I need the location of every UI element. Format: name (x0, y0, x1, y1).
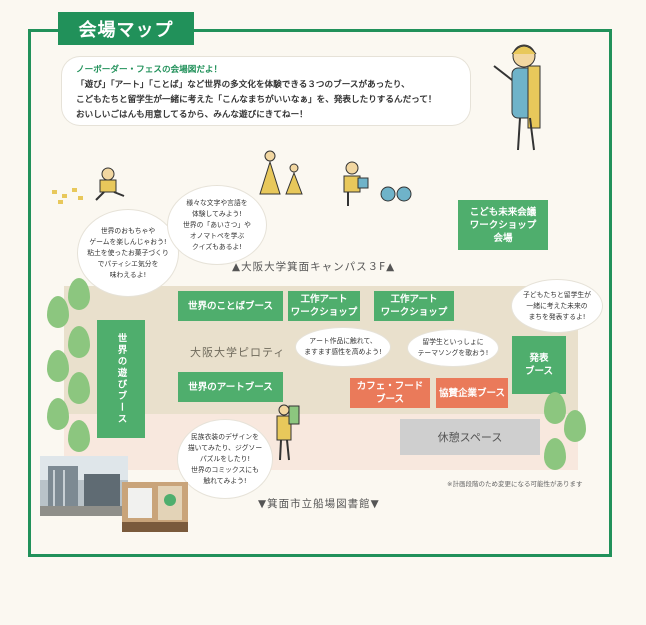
bubble-line: 描いてみたり、ジグソー (187, 443, 263, 452)
bubble-line: 体験してみよう! (191, 209, 243, 218)
bubble-line: オノマトペを学ぶ (189, 231, 245, 240)
bubble-line: 触れてみよう! (203, 476, 247, 485)
library-direction-label: ▼箕面市立船場図書館▼ (258, 498, 380, 510)
bubble-world-languages: 様々な文字や言語を 体験してみよう! 世界の「あいさつ」や オノマトペを学ぶ ク… (168, 186, 266, 264)
map-title: 会場マップ (58, 12, 194, 45)
intro-line-2: 「遊び」「アート」「ことば」など世界の多文化を体験できる３つのブースがあったり、 (76, 80, 410, 90)
tree-icon (68, 372, 90, 404)
booth-label-line: ワークショップ (380, 307, 448, 318)
booth-sponsor: 協賛企業ブース (436, 378, 508, 408)
bubble-line: パズルをしたり! (199, 454, 251, 463)
booth-future-meeting: こども未来会議 ワークショップ 会場 (458, 200, 548, 250)
bubble-line: 世界の「あいさつ」や (183, 220, 251, 229)
intro-line-3: こどもたちと留学生が一緒に考えた「こんなまちがいいなぁ」を、発表したりするんだっ… (76, 95, 437, 105)
bubble-line: クイズもあるよ! (191, 242, 243, 251)
booth-craft-workshop-2: 工作アート ワークショップ (374, 291, 454, 321)
pilotis-label: 大阪大学ピロティ (190, 346, 286, 359)
tree-icon (68, 278, 90, 310)
bubble-line: テーマソングを歌おう! (417, 349, 489, 357)
booth-label-line: 会場 (493, 232, 513, 244)
bubble-craft-workshop: アート作品に触れて、 ますます感性を高めよう! (296, 328, 390, 366)
bubble-line: 世界のコミックスにも (191, 465, 259, 474)
bubble-line: 子どもたちと留学生が (523, 290, 591, 299)
bubble-line: アート作品に触れて、 (309, 337, 377, 345)
tree-icon (564, 410, 586, 442)
bubble-line: ゲームを楽しんじゃおう! (89, 237, 167, 246)
bubble-line: 粘土を使ったお菓子づくり (87, 248, 169, 257)
bubble-line: でパティシエ気分を (97, 259, 159, 268)
bubble-line: 様々な文字や言語を (186, 198, 248, 207)
venue-photo (40, 456, 128, 516)
bubble-presentation: 子どもたちと留学生が 一緒に考えた未来の まちを発表するよ! (512, 280, 602, 332)
intro-line-1: ノーボーダー・フェスの会場図だよ！ (76, 65, 223, 75)
bubble-line: 留学生といっしょに (422, 338, 484, 346)
booth-label-line: ブース (524, 366, 554, 377)
booth-label-line: 工作アート (390, 294, 438, 305)
artist-illustration (276, 404, 300, 461)
booth-label-line: 発表 (529, 353, 549, 364)
kids-illustration (52, 167, 125, 204)
bubble-world-art: 民族衣装のデザインを 描いてみたり、ジグソー パズルをしたり! 世界のコミックス… (178, 420, 272, 498)
intro-speech-bubble: ノーボーダー・フェスの会場図だよ！ 「遊び」「アート」「ことば」など世界の多文化… (62, 57, 470, 125)
bubble-theme-song: 留学生といっしょに テーマソングを歌おう! (408, 330, 498, 366)
rest-space: 休憩スペース (400, 419, 540, 455)
booth-label-line: ワークショップ (290, 307, 358, 318)
booth-label-line: 工作アート (300, 294, 348, 305)
bubble-line: 世界のおもちゃや (100, 226, 156, 235)
tree-icon (544, 438, 566, 470)
event-photo (122, 482, 188, 532)
booth-label-line: ブース (375, 394, 405, 405)
bubble-line: ますます感性を高めよう! (304, 348, 382, 356)
booth-cafe-food: カフェ・フード ブース (350, 378, 430, 408)
booth-world-art: 世界のアートブース (178, 372, 283, 402)
booth-label-line: カフェ・フード (356, 381, 424, 392)
bubble-world-play: 世界のおもちゃや ゲームを楽しんじゃおう! 粘土を使ったお菓子づくり でパティシ… (78, 210, 178, 296)
booth-presentation: 発表 ブース (512, 336, 566, 394)
booth-label-line: ワークショップ (469, 219, 537, 231)
bubble-line: 一緒に考えた未来の (526, 301, 588, 310)
mascot-illustration (493, 44, 541, 151)
tree-icon (47, 398, 69, 430)
tree-icon (544, 392, 566, 424)
disclaimer-note: ※計画段階のため変更になる可能性があります (447, 480, 583, 488)
campus-direction-label: ▲大阪大学箕面キャンパス３F▲ (232, 261, 396, 273)
bubble-line: 味わえるよ! (109, 270, 147, 279)
intro-line-4: おいしいごはんも用意してるから、みんな遊びにきてねー！ (76, 110, 308, 120)
booth-world-play: 世界の遊びブース (97, 320, 145, 438)
booth-craft-workshop-1: 工作アート ワークショップ (288, 291, 360, 321)
tree-icon (68, 326, 90, 358)
tree-icon (47, 296, 69, 328)
dancers-illustration (259, 150, 303, 195)
booth-world-languages: 世界のことばブース (178, 291, 283, 321)
bubble-line: まちを発表するよ! (528, 312, 586, 321)
bubble-line: 民族衣装のデザインを (191, 432, 259, 441)
tree-icon (47, 350, 69, 382)
reading-kid-illustration (343, 161, 412, 206)
booth-label-line: こども未来会議 (469, 206, 537, 218)
tree-icon (68, 420, 90, 452)
